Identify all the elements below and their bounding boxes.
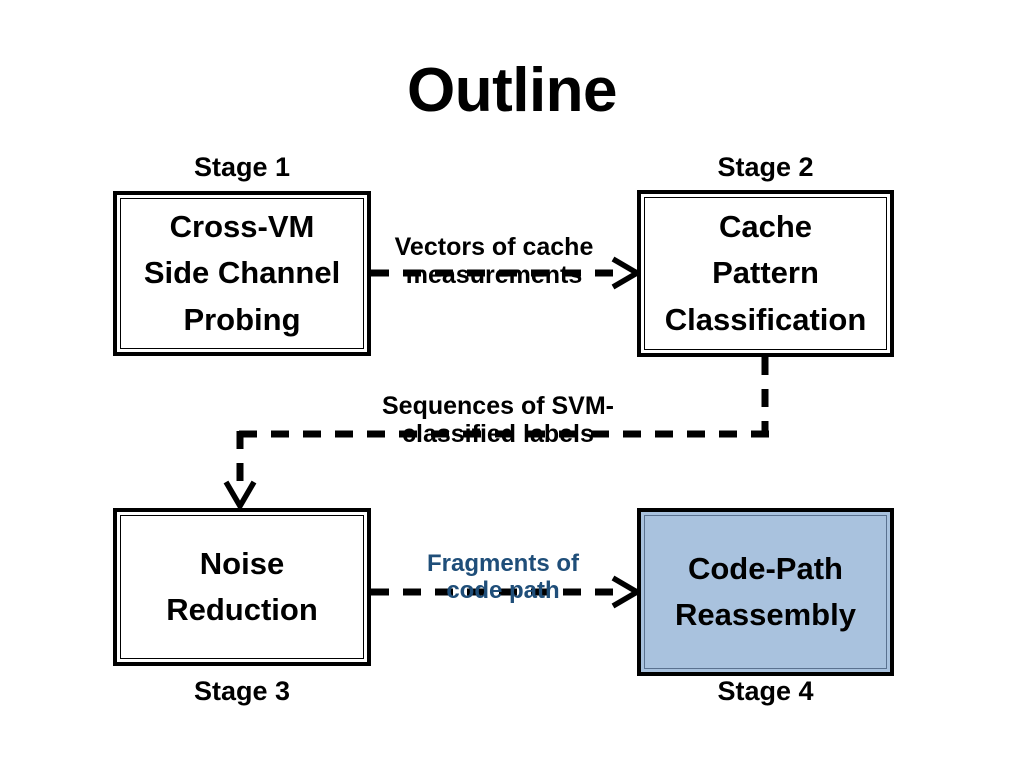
process-box-label: Code-Path Reassembly (675, 550, 856, 633)
stage-caption-1: Stage 1 (193, 152, 291, 182)
connector-label-sequences-of-svm-classified-labels: Sequences of SVM- classified labels (382, 392, 614, 448)
process-box-label: Noise Reduction (166, 545, 318, 628)
stage-caption-2: Stage 2 (717, 152, 814, 182)
connector-label-fragments-of-code-path: Fragments of code path (426, 550, 579, 604)
process-box-noise-reduction[interactable]: Noise Reduction (113, 508, 371, 666)
process-box-code-path-reassembly[interactable]: Code-Path Reassembly (637, 508, 894, 676)
process-box-label: Cache Pattern Classification (664, 208, 867, 337)
process-box-label: Cross-VM Side Channel Probing (143, 208, 341, 337)
connector-label-vectors-of-cache-measurements: Vectors of cache measurements (394, 233, 594, 289)
page-title: Outline (406, 56, 618, 125)
stage-caption-3: Stage 3 (193, 676, 291, 706)
process-box-cache-pattern-classification[interactable]: Cache Pattern Classification (637, 190, 894, 357)
process-box-cross-vm-side-channel-probing[interactable]: Cross-VM Side Channel Probing (113, 191, 371, 356)
stage-caption-4: Stage 4 (717, 676, 814, 706)
